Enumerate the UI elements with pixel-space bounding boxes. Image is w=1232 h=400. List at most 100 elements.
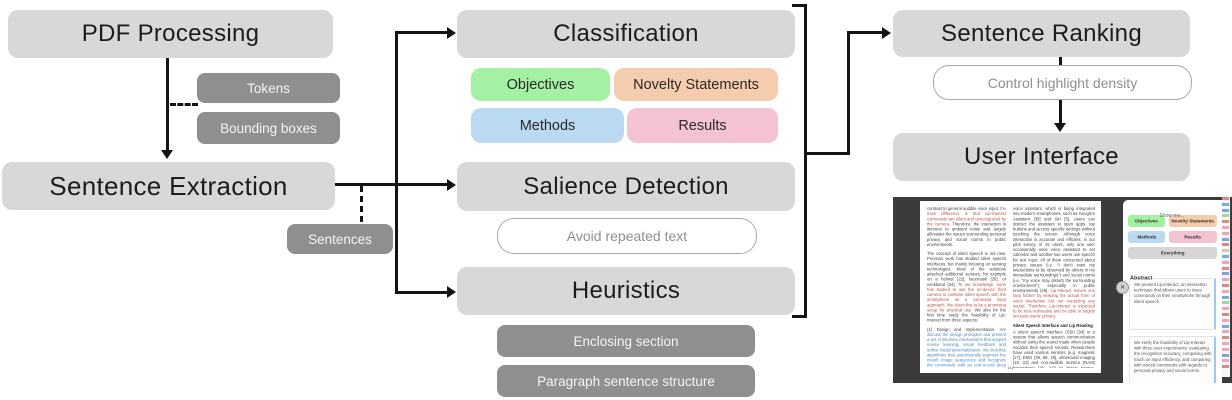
minimap-scrollbar[interactable]	[1222, 197, 1230, 377]
note-avoid-repeated-text: Avoid repeated text	[497, 218, 757, 254]
novelty-chip-label: Novelty Statements	[633, 76, 759, 93]
minimap-mark	[1222, 359, 1229, 363]
filter-chip-label: Objectives	[1135, 218, 1159, 224]
connector-bracket-elbow-v	[847, 31, 850, 155]
node-heuristics-label: Heuristics	[571, 277, 681, 304]
objectives-chip-label: Objectives	[506, 76, 575, 93]
filter-chip-results[interactable]: Results	[1168, 231, 1217, 243]
filter-chip-everything[interactable]: Everything	[1128, 247, 1217, 259]
bracket-bottom-tick	[792, 315, 807, 318]
note-control-highlight-density: Control highlight density	[933, 65, 1192, 100]
node-heuristics: Heuristics	[457, 267, 795, 315]
minimap-mark	[1222, 324, 1229, 328]
ui-screenshot: contrast to general audible voice input,…	[893, 197, 1232, 383]
minimap-mark	[1222, 249, 1229, 253]
data-label-bounding-boxes: Bounding boxes	[197, 112, 340, 144]
node-sentence-ranking-label: Sentence Ranking	[941, 19, 1142, 47]
minimap-mark	[1222, 347, 1229, 351]
minimap-mark	[1222, 336, 1229, 340]
arrowhead-down-icon	[161, 150, 173, 159]
minimap-mark	[1222, 260, 1229, 264]
dashed-link-tokens	[170, 103, 198, 106]
tokens-label: Tokens	[247, 80, 290, 96]
node-pdf-processing-label: PDF Processing	[81, 20, 260, 47]
page-text: voice assistant, which is being integrat…	[1013, 206, 1095, 293]
highlighted-sentence: Lip-Interact moves one step further by k…	[1013, 288, 1095, 319]
page-column-right: voice assistant, which is being integrat…	[1013, 206, 1095, 368]
minimap-mark	[1222, 295, 1229, 299]
node-pdf-processing: PDF Processing	[8, 10, 333, 58]
connector-to-ranking	[847, 31, 883, 34]
minimap-mark	[1222, 237, 1229, 241]
filter-chip-label: Methods	[1137, 234, 1157, 240]
bounding-boxes-label: Bounding boxes	[220, 120, 317, 136]
filter-chip-novelty-statements[interactable]: Novelty Statements	[1168, 215, 1217, 227]
page-text: A silent speech interface (SSI) [34] is …	[1013, 329, 1095, 368]
node-user-interface-label: User Interface	[964, 143, 1119, 170]
abstract-card-text: We verify the feasibility of Lip-Interac…	[1134, 339, 1212, 373]
arrowhead-right-icon	[447, 286, 456, 298]
results-chip-label: Results	[678, 117, 727, 134]
minimap-mark	[1222, 353, 1229, 357]
arrowhead-right-icon	[447, 179, 456, 191]
category-chip-methods: Methods	[471, 108, 624, 143]
node-classification-label: Classification	[553, 20, 699, 47]
close-icon: ✕	[1119, 283, 1126, 291]
abstract-card[interactable]: We verify the feasibility of Lip-Interac…	[1129, 335, 1216, 383]
data-label-sentences: Sentences	[287, 224, 393, 254]
minimap-mark	[1222, 214, 1229, 218]
data-label-paragraph-sentence-structure: Paragraph sentence structure	[497, 365, 755, 397]
minimap-mark	[1222, 220, 1229, 224]
node-sentence-ranking: Sentence Ranking	[893, 10, 1190, 57]
category-chip-novelty-statements: Novelty Statements	[614, 68, 778, 101]
minimap-mark	[1222, 283, 1229, 287]
arrowhead-right-icon	[447, 27, 456, 39]
minimap-mark	[1222, 365, 1229, 369]
page-column-left: contrast to general audible voice input,…	[927, 206, 1006, 368]
category-chip-objectives: Objectives	[471, 68, 610, 101]
bracket-top-tick	[792, 4, 807, 7]
dashed-link-sentences	[360, 186, 363, 222]
abstract-card-text: We present Lip-Interact, an interaction …	[1134, 282, 1211, 304]
filter-chip-objectives[interactable]: Objectives	[1128, 215, 1166, 227]
methods-chip-label: Methods	[519, 117, 576, 134]
node-salience-detection-label: Salience Detection	[523, 172, 729, 200]
minimap-mark	[1222, 318, 1229, 322]
arrowhead-right-icon	[882, 27, 891, 39]
enclosing-section-label: Enclosing section	[573, 333, 679, 349]
minimap-mark	[1222, 301, 1229, 305]
page-text: The concept of silent speech is not new.…	[927, 251, 1006, 287]
data-label-tokens: Tokens	[197, 73, 340, 103]
pdf-page: contrast to general audible voice input,…	[920, 201, 1101, 373]
node-sentence-extraction-label: Sentence Extraction	[49, 170, 288, 201]
node-classification: Classification	[457, 10, 795, 58]
arrowhead-down-icon	[1054, 123, 1066, 132]
data-label-enclosing-section: Enclosing section	[497, 325, 755, 357]
minimap-mark	[1222, 330, 1229, 334]
bracket-vertical	[804, 4, 807, 318]
page-text: We also for the first time study the fea…	[927, 307, 1006, 323]
highlighted-sentence: We discuss the design principles and pre…	[927, 326, 1006, 368]
highlighted-sentence: the main difference is that Lip-Interact…	[927, 206, 1006, 227]
category-chip-results: Results	[627, 108, 778, 143]
connector-branch-to-heuristics	[395, 291, 448, 294]
connector-bracket-elbow-h	[804, 152, 850, 155]
minimap-mark	[1222, 312, 1229, 316]
minimap-mark	[1222, 243, 1229, 247]
minimap-mark	[1222, 341, 1229, 345]
minimap-mark	[1222, 231, 1229, 235]
filter-chip-label: Results	[1184, 234, 1202, 240]
page-text: contrast to general audible voice input,	[927, 206, 1001, 211]
filter-chip-methods[interactable]: Methods	[1128, 231, 1166, 243]
control-highlight-density-label: Control highlight density	[987, 74, 1138, 91]
connector-branch-to-classification	[395, 31, 448, 34]
minimap-mark	[1222, 289, 1229, 293]
connector-pdf-to-extraction	[166, 58, 169, 150]
sentences-label: Sentences	[308, 231, 372, 247]
filter-chip-label: Everything	[1160, 250, 1185, 256]
close-sidebar-button[interactable]: ✕	[1116, 281, 1129, 294]
minimap-mark	[1222, 278, 1229, 282]
minimap-mark	[1222, 254, 1229, 258]
abstract-card[interactable]: We present Lip-Interact, an interaction …	[1129, 278, 1216, 330]
